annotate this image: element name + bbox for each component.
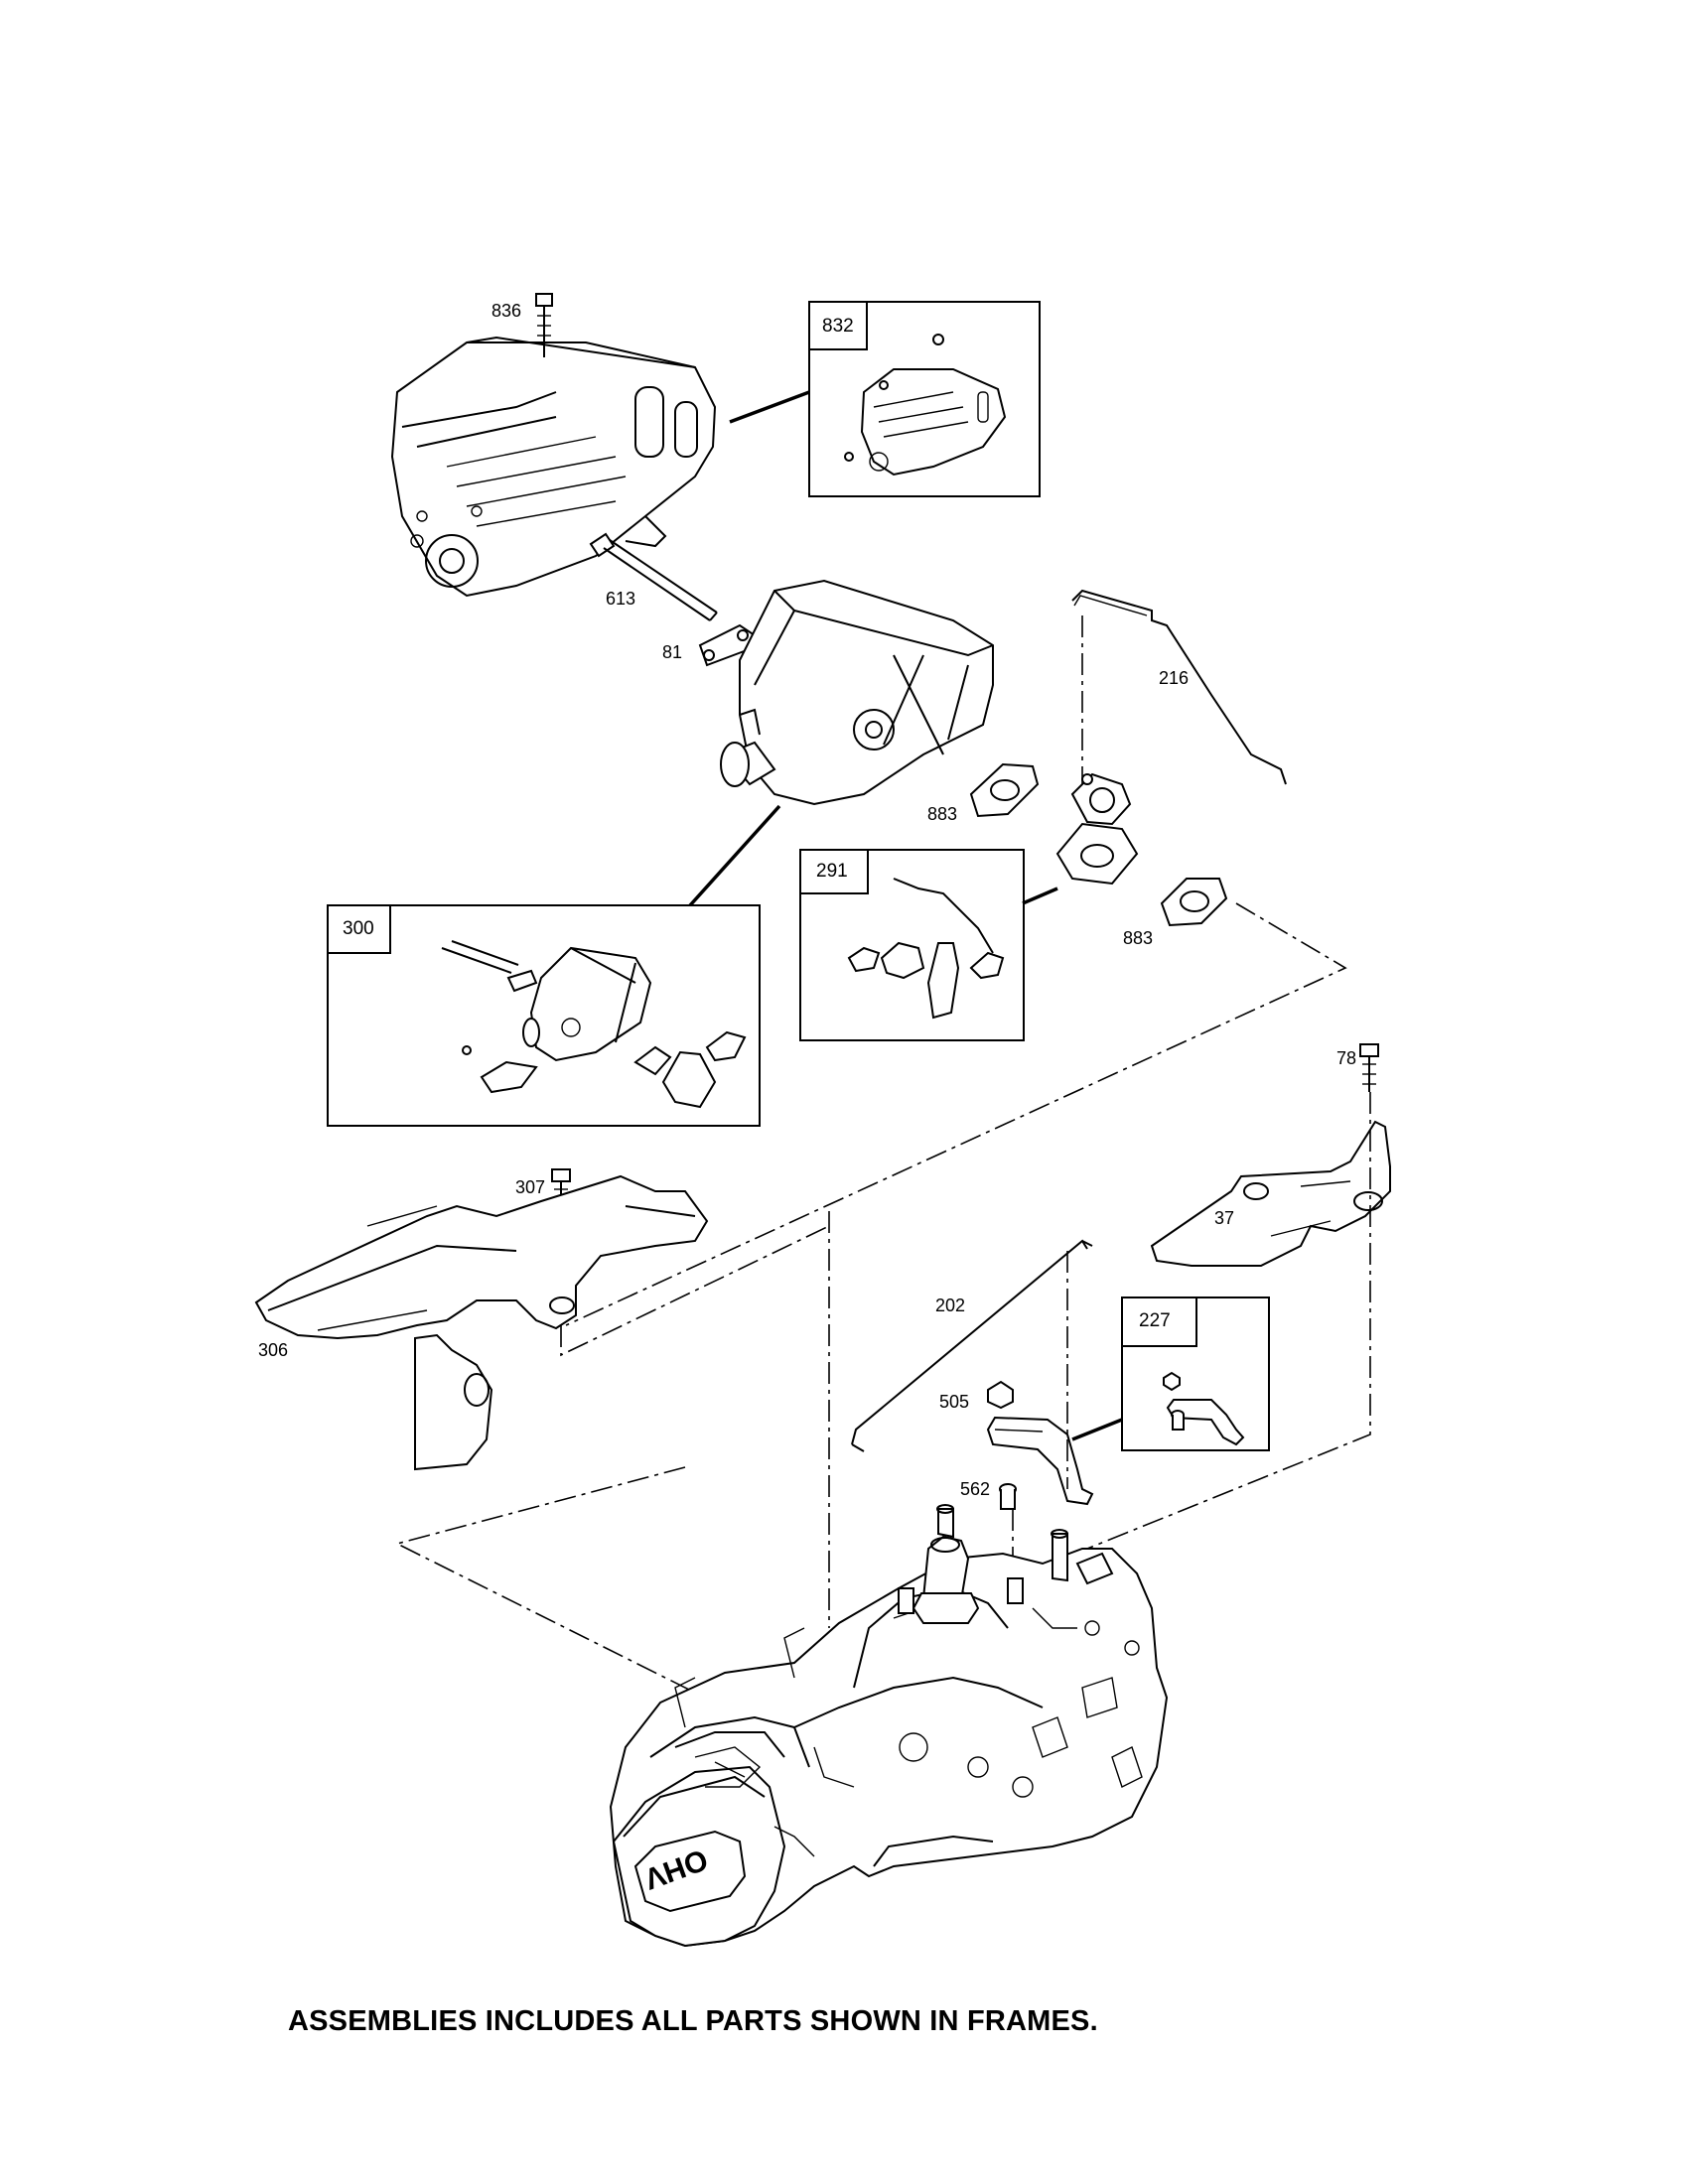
gasket-883-lower (1160, 878, 1228, 927)
link-202 (851, 1239, 1093, 1452)
bracket-37 (1150, 1120, 1391, 1267)
frame-label-227: 227 (1139, 1310, 1171, 1331)
frame-291 (799, 849, 1025, 1041)
part-label-307: 307 (515, 1177, 546, 1197)
gasket-883-upper (969, 762, 1040, 818)
frame-label-832: 832 (822, 316, 854, 337)
long-bolt-613 (589, 532, 718, 621)
frame-label-291: 291 (816, 861, 848, 882)
nut-505 (987, 1380, 1014, 1410)
muffler (720, 579, 994, 806)
part-label-202: 202 (935, 1296, 966, 1315)
part-label-216: 216 (1159, 668, 1190, 688)
frame-227 (1121, 1297, 1270, 1451)
screw-562 (999, 1483, 1017, 1510)
part-label-883-upper: 883 (927, 804, 958, 824)
spark-arrestor-bracket (1055, 772, 1139, 886)
part-label-505: 505 (939, 1392, 970, 1412)
governor-link-216 (1071, 589, 1287, 785)
part-label-883-lower: 883 (1123, 928, 1154, 948)
ohv-badge-outline (633, 1830, 747, 1913)
part-label-562: 562 (960, 1479, 991, 1499)
part-label-81: 81 (662, 642, 683, 662)
part-label-37: 37 (1214, 1208, 1235, 1228)
engine-block (609, 1504, 1169, 1948)
bolt-78 (1359, 1043, 1379, 1092)
muffler-guard (390, 293, 717, 598)
part-label-78: 78 (1336, 1048, 1357, 1068)
frame-label-300: 300 (343, 918, 374, 939)
part-label-836: 836 (491, 301, 522, 321)
bracket-306 (254, 1174, 709, 1471)
frame-832 (808, 301, 1041, 497)
frame-300 (327, 904, 761, 1127)
throttle-lever (986, 1416, 1094, 1506)
part-label-613: 613 (606, 589, 636, 609)
part-label-306: 306 (258, 1340, 289, 1360)
diagram-caption: ASSEMBLIES INCLUDES ALL PARTS SHOWN IN F… (288, 2005, 1098, 2037)
